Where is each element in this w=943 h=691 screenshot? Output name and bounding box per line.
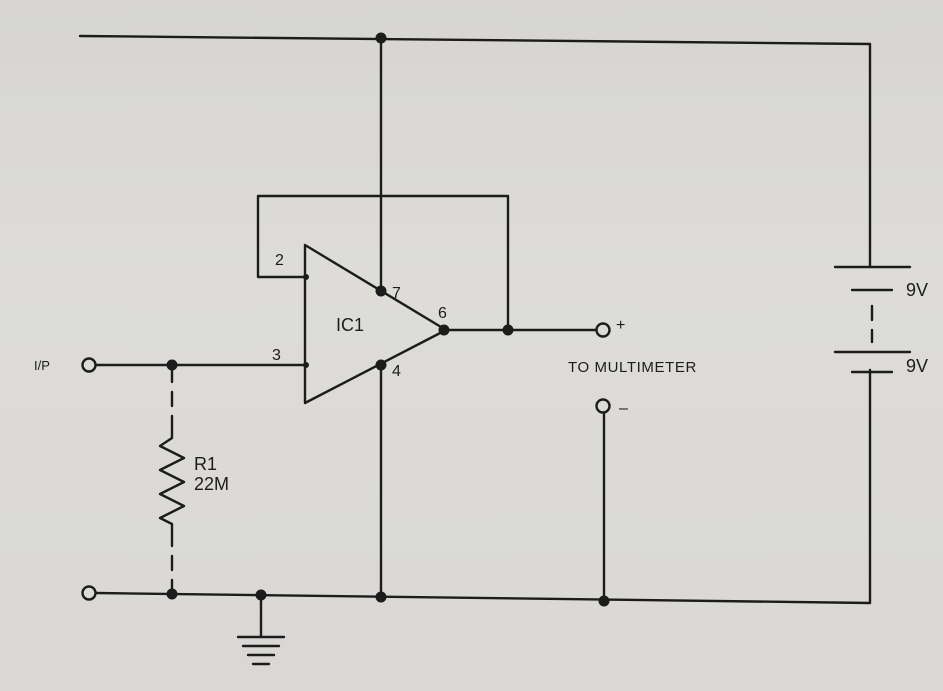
multimeter-minus-sign: – xyxy=(619,400,628,417)
multimeter-label: TO MULTIMETER xyxy=(568,359,697,376)
junction-dot-pin4 xyxy=(375,359,387,371)
multimeter-negative-terminal xyxy=(595,398,611,414)
junction-dot-pin3 xyxy=(303,362,309,368)
feedback-wire xyxy=(256,194,510,332)
multimeter-plus-sign: + xyxy=(616,317,625,334)
junction-dot-output xyxy=(502,324,514,336)
ground-rail-wire xyxy=(94,368,872,605)
junction-dot-pin2 xyxy=(303,274,309,280)
junction-dot-ground xyxy=(255,589,267,601)
pin-7-label: 7 xyxy=(392,285,401,302)
pin-2-label: 2 xyxy=(275,252,284,269)
ic-label: IC1 xyxy=(336,315,364,335)
positive-rail-wire xyxy=(78,34,872,269)
ground-symbol xyxy=(236,593,286,666)
pin-6-label: 6 xyxy=(438,305,447,322)
junction-dot-input xyxy=(166,359,178,371)
battery-symbol: 9V 9V xyxy=(833,265,928,376)
pin-4-label: 4 xyxy=(392,363,401,380)
input-terminal xyxy=(81,357,97,373)
op-amp-triangle xyxy=(303,243,448,405)
input-ground-terminal xyxy=(81,585,97,601)
op-amp-ic1: IC1 2 3 4 6 7 xyxy=(272,243,448,405)
pin-3-label: 3 xyxy=(272,347,281,364)
resistor-zigzag xyxy=(158,428,186,534)
junction-dot-resistor-ground xyxy=(166,588,178,600)
input-label: I/P xyxy=(34,358,50,373)
battery-upper-label: 9V xyxy=(906,280,928,300)
junction-dot-pin7 xyxy=(375,285,387,297)
resistor-value: 22M xyxy=(194,474,229,494)
battery-lower-label: 9V xyxy=(906,356,928,376)
resistor-r1: R1 22M xyxy=(158,366,229,596)
junction-dot-pin6 xyxy=(438,324,450,336)
junction-dot-pin4-ground xyxy=(375,591,387,603)
resistor-designator: R1 xyxy=(194,454,217,474)
junction-dot-multimeter-ground xyxy=(598,595,610,607)
multimeter-positive-terminal xyxy=(595,322,611,338)
junction-dot-top-rail xyxy=(375,32,387,44)
